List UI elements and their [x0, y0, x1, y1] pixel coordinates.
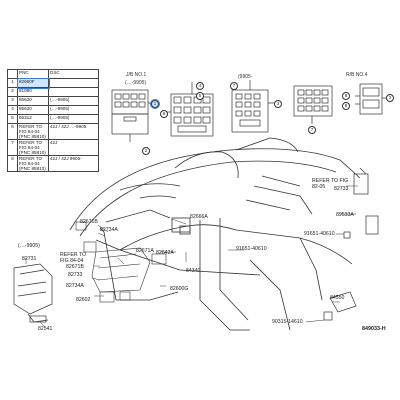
row-number: 3 — [7, 96, 18, 106]
row-dsc: (…-9905) — [48, 96, 99, 106]
row-pnc[interactable]: 82660F — [16, 77, 50, 89]
row-number: 6 — [7, 123, 18, 140]
row-pnc[interactable]: REFER TO FIG 84-04 (PNC 85810) — [17, 139, 49, 156]
row-dsc: (…-9905) — [48, 114, 99, 124]
right-modules — [323, 167, 379, 321]
label-82541[interactable]: 82541 — [38, 326, 53, 332]
table-row[interactable]: 4 85630 (…-9905) — [7, 105, 99, 115]
table-cell — [7, 69, 18, 79]
row-pnc[interactable]: 85312 — [17, 114, 49, 124]
row-dsc: 42J — [48, 139, 99, 156]
row-number: 7 — [7, 139, 18, 156]
relay-block-middle-left — [167, 82, 214, 137]
callout-7[interactable]: 7 — [230, 82, 238, 90]
table-row[interactable]: 5 85312 (…-9905) — [7, 114, 99, 124]
table-row[interactable]: 2 81980 — [7, 87, 99, 97]
jb1-title: J/B NO.1 — [126, 72, 147, 78]
label-82731[interactable]: 82731 — [22, 256, 37, 262]
callout-1[interactable]: 1 — [150, 99, 160, 109]
label-82734a[interactable]: 82734A — [66, 283, 84, 289]
label-refer-top[interactable]: REFER TO FIG 82-05 — [312, 178, 349, 190]
relay-block-3 — [293, 85, 333, 124]
label-90315[interactable]: 90315-14610 — [272, 319, 303, 325]
table-row[interactable]: 6 REFER TO FIG 84-04 (PNC 85810) 42J / 4… — [7, 123, 99, 140]
row-dsc — [48, 78, 99, 88]
label-refer-left[interactable]: REFER TO FIG 84-04 — [60, 252, 87, 264]
row-dsc: 42J / 42J 9905- — [48, 155, 99, 172]
label-84550[interactable]: 84550 — [330, 295, 345, 301]
wiring-cluster — [75, 221, 167, 303]
label-82602[interactable]: 82602 — [76, 297, 91, 303]
label-82731-date: (…-9905) — [18, 243, 40, 249]
row-number: 5 — [7, 114, 18, 124]
label-89533a[interactable]: 89533A — [336, 212, 354, 218]
callout-7b[interactable]: 7 — [308, 126, 316, 134]
row-dsc: (…-9905) — [48, 105, 99, 115]
row-dsc: 42J / 42J …-9905 — [48, 123, 99, 140]
callout-3[interactable]: 3 — [274, 100, 282, 108]
table-header-pnc: PNC — [17, 69, 49, 79]
callout-5[interactable]: 5 — [196, 92, 204, 100]
label-82671a[interactable]: 82671A — [136, 248, 154, 254]
diagram-code: 849033-H — [362, 326, 386, 332]
label-82734a-top[interactable]: 82734A — [100, 227, 118, 233]
dashboard-illustration — [69, 137, 361, 331]
parts-table-header: PNC DSC — [7, 69, 99, 79]
row-pnc[interactable]: 81980 — [17, 87, 49, 97]
leader-lines — [25, 185, 358, 327]
row-dsc — [48, 87, 99, 97]
label-91651-right[interactable]: 91651-40610 — [304, 231, 335, 237]
row-number: 2 — [7, 87, 18, 97]
callout-8b[interactable]: 8 — [342, 102, 350, 110]
table-row[interactable]: 8 REFER TO FIG 84-04 (PNC 85810) 42J / 4… — [7, 155, 99, 172]
label-82671b[interactable]: 82671B — [66, 264, 84, 270]
callout-2[interactable]: 2 — [142, 147, 150, 155]
jb2-date: (9905- — [238, 74, 253, 80]
rb4-title: R/B NO.4 — [346, 72, 368, 78]
callout-4[interactable]: 4 — [196, 82, 204, 90]
label-82666a[interactable]: 82666A — [190, 214, 208, 220]
callout-2b[interactable]: 2 — [386, 94, 394, 102]
row-pnc[interactable]: 85630 — [17, 105, 49, 115]
table-row[interactable]: 7 REFER TO FIG 84-04 (PNC 85810) 42J — [7, 139, 99, 156]
row-number: 1 — [7, 78, 18, 88]
row-number: 8 — [7, 155, 18, 172]
row-pnc[interactable]: REFER TO FIG 84-04 (PNC 85810) — [17, 123, 49, 140]
label-82733-right[interactable]: 82733 — [334, 186, 349, 192]
table-row[interactable]: 1 82660F — [7, 77, 99, 89]
parts-table: PNC DSC 1 82660F 2 81980 3 85630 (…-9905… — [7, 69, 99, 172]
label-82642a[interactable]: 82642A — [156, 250, 174, 256]
relay-block-4 — [355, 83, 386, 115]
table-row[interactable]: 3 85630 (…-9905) — [7, 96, 99, 106]
label-84340[interactable]: 84340 — [186, 268, 201, 274]
label-82733-left[interactable]: 82733 — [68, 272, 83, 278]
relay-cluster-82731 — [13, 263, 53, 323]
row-pnc[interactable]: REFER TO FIG 84-04 (PNC 85810) — [17, 155, 49, 172]
callout-8a[interactable]: 8 — [342, 92, 350, 100]
row-pnc[interactable]: 85630 — [17, 96, 49, 106]
jb1-date: (…-9905) — [125, 80, 147, 86]
label-82671b-top[interactable]: 82671B — [80, 219, 98, 225]
row-number: 4 — [7, 105, 18, 115]
label-91651-mid[interactable]: 91651-40610 — [236, 246, 267, 252]
callout-6[interactable]: 6 — [160, 110, 168, 118]
table-header-dsc: DSC — [48, 69, 99, 79]
junction-block-2 — [231, 80, 274, 133]
label-82600g[interactable]: 82600G — [170, 286, 189, 292]
junction-block-1 — [111, 89, 152, 142]
